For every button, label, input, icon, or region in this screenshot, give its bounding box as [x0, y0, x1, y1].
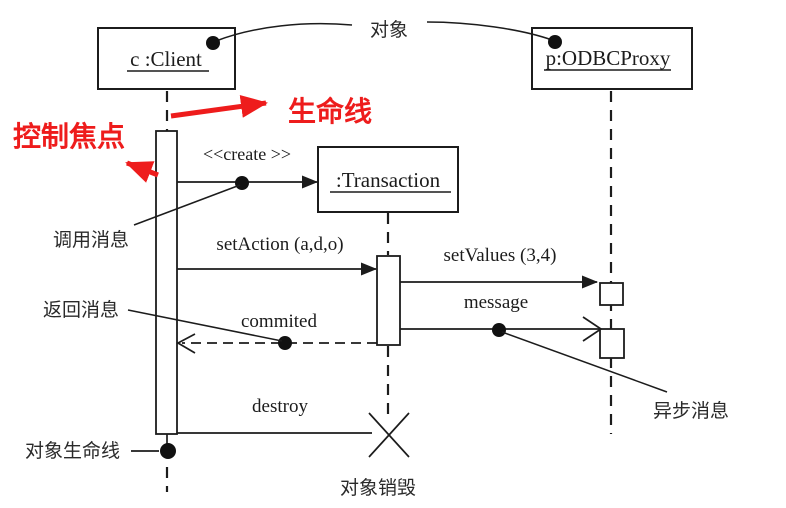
message-arrow-async: message [400, 292, 603, 342]
object-destroy-annotation-label: 对象销毁 [340, 477, 416, 499]
destroy-arrow: destroy [177, 396, 372, 434]
odbcproxy-anchor-dot [548, 35, 562, 49]
object-lifeline-annotation-label: 对象生命线 [25, 440, 120, 462]
call-message-annotation: 调用消息 [53, 184, 241, 251]
call-message-annotation-label: 调用消息 [53, 229, 129, 251]
object-annotation-curve-right [426, 21, 553, 41]
async-open-arrowhead [582, 316, 603, 342]
return-message-annotation: 返回消息 [43, 299, 283, 342]
odbcproxy-activation-box-1 [599, 282, 624, 306]
lifeline-annotation-arrow [170, 94, 268, 119]
object-lifeline-annotation: 对象生命线 [25, 440, 176, 462]
setaction-arrow: setAction (a,d,o) [177, 234, 377, 276]
object-lifeline-anchor-dot [160, 443, 176, 459]
async-message-annotation-label: 异步消息 [653, 400, 729, 422]
transaction-object-label: :Transaction [336, 168, 441, 192]
create-message-label: <<create >> [203, 144, 291, 164]
commited-message-label: commited [241, 311, 317, 332]
async-message-anchor-dot [492, 323, 506, 337]
message-message-label: message [464, 292, 528, 313]
async-message-annotation: 异步消息 [501, 331, 729, 422]
focus-of-control-annotation: 控制焦点 [13, 120, 159, 183]
lifeline-annotation-label: 生命线 [288, 95, 372, 128]
client-anchor-dot [206, 36, 220, 50]
client-object-label: c :Client [130, 47, 202, 71]
object-annotation-curve-left [215, 22, 353, 42]
setaction-message-label: setAction (a,d,o) [216, 234, 343, 255]
odbcproxy-object-label: p:ODBCProxy [546, 46, 671, 70]
focus-annotation-label: 控制焦点 [13, 120, 125, 153]
destruction-x-mark [368, 412, 410, 458]
return-message-pointer [127, 309, 283, 342]
async-message-pointer [501, 331, 668, 393]
destroy-message-label: destroy [252, 396, 308, 417]
call-message-anchor-dot [235, 176, 249, 190]
return-message-anchor-dot [278, 336, 292, 350]
call-message-pointer [133, 184, 241, 226]
odbcproxy-activation-box-2 [599, 328, 625, 359]
transaction-activation-bar [376, 255, 401, 346]
client-activation-bar [155, 130, 178, 435]
object-annotation-label: 对象 [370, 19, 408, 41]
setvalues-message-label: setValues (3,4) [444, 245, 557, 266]
return-message-annotation-label: 返回消息 [43, 299, 119, 321]
return-open-arrowhead [176, 333, 196, 354]
create-arrow: <<create >> [177, 144, 318, 190]
transaction-object-box [317, 146, 459, 213]
commited-return-arrow: commited [176, 311, 377, 354]
focus-annotation-arrow [125, 160, 159, 183]
setvalues-arrow: setValues (3,4) [400, 245, 598, 289]
lifeline-annotation: 生命线 [170, 94, 372, 128]
